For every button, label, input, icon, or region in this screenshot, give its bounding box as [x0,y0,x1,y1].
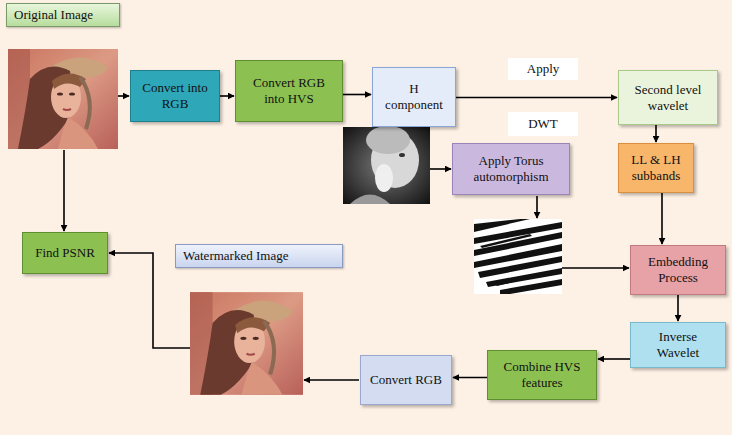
flow-arrow [655,125,657,142]
process-box: Find PSNR [22,232,108,274]
flow-arrow [661,193,663,244]
process-box: Second level wavelet [618,70,718,125]
image-arrow [63,150,65,231]
scrambled-watermark [474,219,562,294]
process-box: Apply Torus automorphism [452,143,570,195]
flow-arrow [220,95,234,97]
box-text: Find PSNR [35,245,95,261]
image-arrow [430,168,451,170]
image-arrow [304,379,359,381]
process-box: LL & LH subbands [618,143,694,193]
process-box: Convert into RGB [130,70,220,122]
title-tag: Watermarked Image [175,244,343,268]
process-box: Convert RGB into HVS [235,60,343,122]
arrow-label-box: DWT [508,112,578,136]
box-text: H component [380,81,448,112]
process-box: Embedding Process [630,245,726,295]
original-image [8,49,118,149]
box-text: Convert RGB into HVS [243,75,335,106]
flow-arrow [343,94,371,96]
watermark-photo [343,126,430,204]
arrow-label-box: Apply [508,58,578,80]
box-text: LL & LH subbands [626,152,686,183]
title-tag: Original Image [6,3,120,27]
arrow-label: DWT [528,116,558,132]
flow-arrow [677,295,679,321]
box-text: Embedding Process [638,254,718,285]
box-text: Inverse Wavelet [638,329,718,360]
box-text: Second level wavelet [626,82,710,113]
box-text: Apply Torus automorphism [460,153,562,184]
image-arrow [536,196,538,218]
box-text: Watermarked Image [183,248,288,264]
watermarked-image [190,292,303,395]
flow-arrow [456,97,617,99]
process-box: H component [372,67,456,127]
flow-arrow [598,358,630,360]
box-text: Convert into RGB [138,80,212,111]
process-box: Convert RGB [360,355,452,405]
process-box: Inverse Wavelet [630,322,726,368]
process-box: Combine HVS features [487,350,597,400]
box-text: Combine HVS features [495,359,589,390]
image-arrow [118,95,129,97]
box-text: Convert RGB [370,372,442,388]
box-text: Original Image [14,7,93,23]
image-arrow [562,267,629,269]
arrow-label: Apply [527,61,560,77]
flow-arrow [453,377,487,379]
